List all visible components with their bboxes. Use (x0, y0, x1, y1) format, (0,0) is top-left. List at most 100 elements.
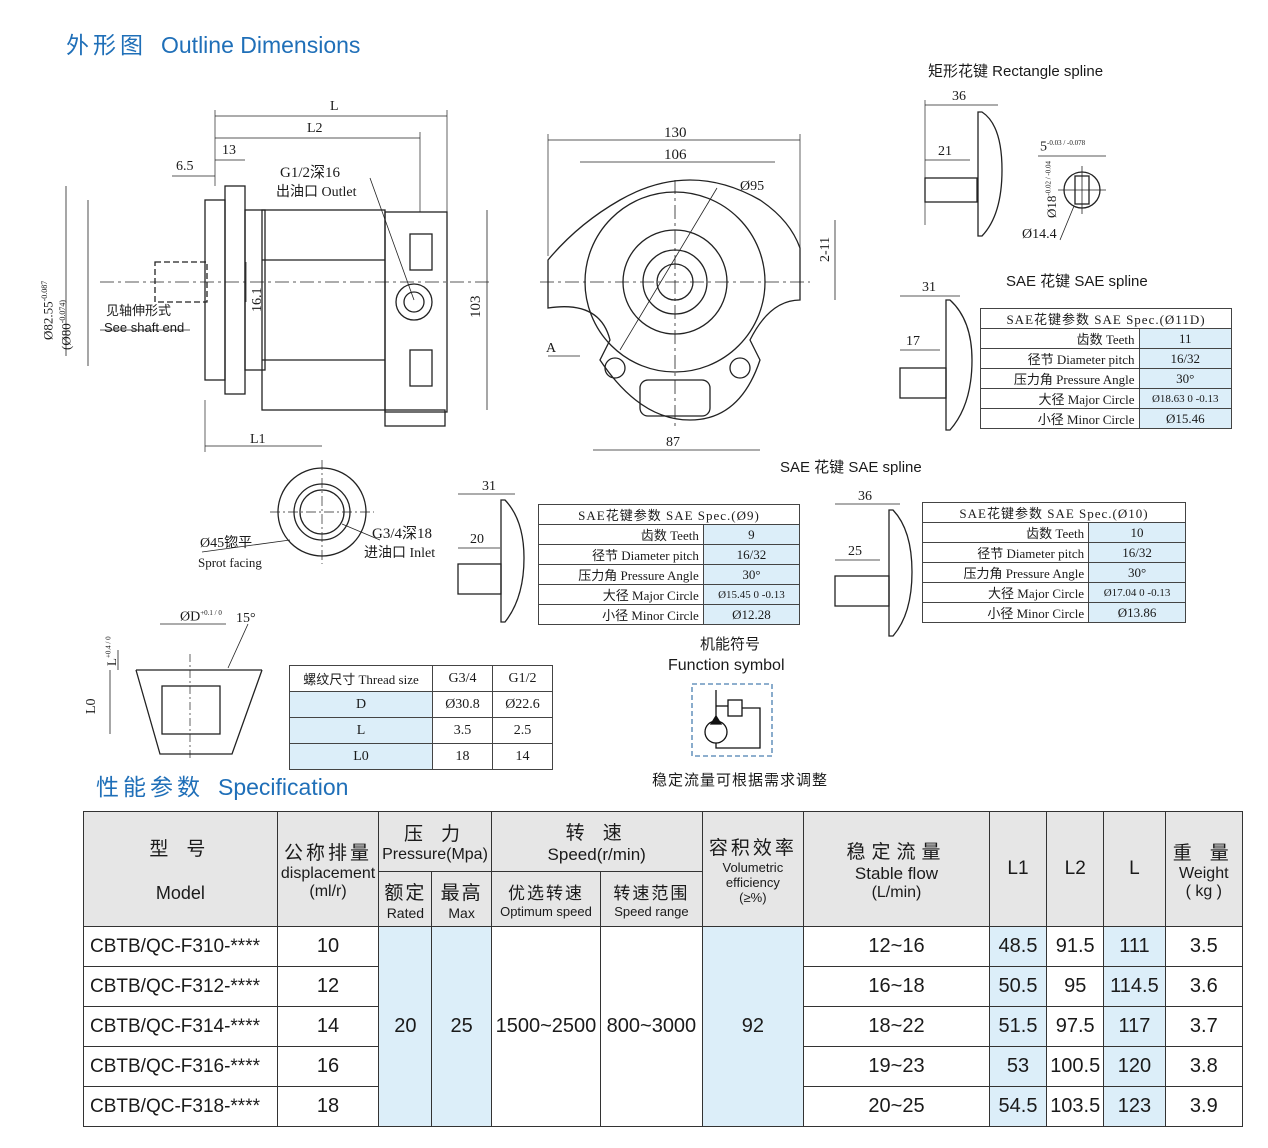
dim-L: L (330, 99, 339, 114)
thread-value: 3.5 (432, 717, 493, 744)
spec-value: Ø12.28 (702, 604, 801, 625)
dim-dia-95: Ø95 (740, 179, 765, 194)
col-pressure-en: Pressure(Mpa) (382, 846, 488, 863)
cell-disp: 14 (276, 1006, 380, 1047)
cell-L: 120 (1103, 1046, 1166, 1087)
table-row: 螺纹尺寸 Thread size G3/4 G1/2 (289, 665, 553, 692)
spec-value: 16/32 (1138, 348, 1233, 369)
sae11-title: SAE 花键 SAE spline (1006, 273, 1148, 290)
cell-weight: 3.9 (1164, 1086, 1244, 1127)
sae11-spline-drawing (899, 295, 973, 431)
col-L1: L1 (988, 811, 1048, 927)
spec-key: 齿数 Teeth (538, 524, 704, 545)
dim-L1: L1 (250, 432, 266, 447)
dim-106: 106 (664, 147, 687, 163)
table-header-row: 型 号 Model 公称排量 displacement (ml/r) 压 力 P… (83, 811, 1244, 927)
dim-103: 103 (468, 295, 484, 319)
col-model-en: Model (155, 883, 205, 903)
spec-heading-en: Specification (218, 774, 349, 800)
col-pressure-cn: 压 力 (403, 823, 467, 845)
col-weight-en2: ( kg ) (1185, 882, 1223, 900)
spec-heading: 性能参数 Specification (96, 768, 348, 802)
inlet-view-drawing (201, 460, 381, 564)
cell-weight: 3.6 (1164, 966, 1244, 1007)
spec-value: 30° (1138, 368, 1233, 389)
rect-dim-21: 21 (938, 144, 952, 159)
spec-value: 16/32 (1088, 542, 1186, 563)
col-displacement: 公称排量 displacement (ml/r) (276, 811, 380, 927)
spec-value: 10 (1088, 522, 1186, 543)
cell-L1: 48.5 (988, 926, 1048, 967)
spec-value: 16/32 (702, 544, 801, 565)
col-eff-en1: Volumetric efficiency (722, 860, 784, 890)
col-speed: 转 速 Speed(r/min) (490, 811, 703, 872)
spec-key: 径节 Diameter pitch (980, 348, 1140, 369)
dim-13: 13 (222, 143, 236, 158)
col-disp-en2: (ml/r) (309, 882, 347, 900)
dim-dia-82: Ø82.55-0.087 (40, 281, 56, 340)
outline-heading: 外形图 Outline Dimensions (66, 26, 360, 60)
sae9-dim-31: 31 (482, 479, 496, 494)
spec-heading-cn: 性能参数 (96, 775, 204, 801)
dim-L2: L2 (307, 121, 323, 136)
col-weight-cn: 重 量 (1172, 841, 1235, 864)
col-max-en: Max (448, 904, 475, 921)
cell-optimum: 1500~2500 (490, 926, 602, 1127)
spec-value: 11 (1138, 328, 1233, 349)
rect-dim-5: 5-0.03 / -0.078 (1040, 140, 1085, 155)
cell-weight: 3.5 (1164, 926, 1244, 967)
spec-key: 大径 Major Circle (538, 584, 704, 605)
spec-key: 小径 Minor Circle (921, 602, 1090, 623)
sae9-dim-20: 20 (470, 532, 484, 547)
rect-dim-5-value: 5 (1040, 139, 1047, 155)
function-symbol-drawing (691, 683, 773, 757)
sae9-spec-header: SAE花键参数 SAE Spec.(Ø9) (538, 504, 800, 525)
thread-key: L (289, 717, 433, 744)
rect-spline-title: 矩形花键 Rectangle spline (928, 63, 1104, 80)
cell-L1: 51.5 (988, 1006, 1048, 1047)
spec-value: 30° (1088, 562, 1186, 583)
sae11-dim-17: 17 (906, 334, 920, 349)
spec-value: Ø15.46 (1138, 408, 1233, 429)
cell-L2: 91.5 (1046, 926, 1105, 967)
cell-L: 117 (1103, 1006, 1166, 1047)
spec-value: Ø18.63 0 -0.13 (1138, 388, 1233, 409)
spec-value: Ø13.86 (1088, 602, 1186, 623)
cell-flow: 12~16 (803, 926, 990, 967)
spec-value: Ø17.04 0 -0.13 (1088, 582, 1186, 603)
spec-key: 齿数 Teeth (921, 522, 1090, 543)
thread-header: G3/4 (432, 665, 493, 692)
thread-value: Ø22.6 (492, 691, 553, 718)
col-disp-cn: 公称排量 (284, 841, 373, 864)
thread-dia-D-tol: +0.1 / 0 (200, 609, 222, 617)
dim-6-5: 6.5 (176, 159, 194, 174)
cell-efficiency: 92 (701, 926, 805, 1127)
cell-model: CBTB/QC-F318-**** (83, 1086, 278, 1127)
table-row: CBTB/QC-F318-**** 18 20~25 54.5 103.5 12… (83, 1086, 1244, 1127)
col-opt-cn: 优选转速 (507, 884, 584, 904)
inlet-label: 进油口 Inlet (364, 546, 436, 561)
spec-value: 9 (702, 524, 801, 545)
col-speed-cn: 转 速 (565, 822, 628, 844)
outline-heading-en: Outline Dimensions (161, 32, 361, 58)
thread-dim-L-value: L (104, 658, 119, 666)
spec-key: 径节 Diameter pitch (538, 544, 704, 565)
inlet-port: G3/4深18 (372, 526, 433, 542)
spec-key: 大径 Major Circle (980, 388, 1140, 409)
table-row: CBTB/QC-F310-**** 10 20 25 1500~2500 800… (83, 926, 1244, 1127)
thread-angle-15: 15° (236, 611, 256, 626)
dim-dia-82-tol: -0.087 (40, 280, 49, 302)
outline-heading-cn: 外形图 (66, 33, 147, 59)
rect-dim-18-tol: -0.02 / -0.04 (1044, 161, 1053, 196)
col-flow: 稳定流量 Stable flow (L/min) (803, 811, 990, 927)
outlet-label: 出油口 Outlet (276, 185, 357, 200)
cell-model: CBTB/QC-F316-**** (83, 1046, 278, 1087)
col-flow-en1: Stable flow (854, 863, 939, 883)
